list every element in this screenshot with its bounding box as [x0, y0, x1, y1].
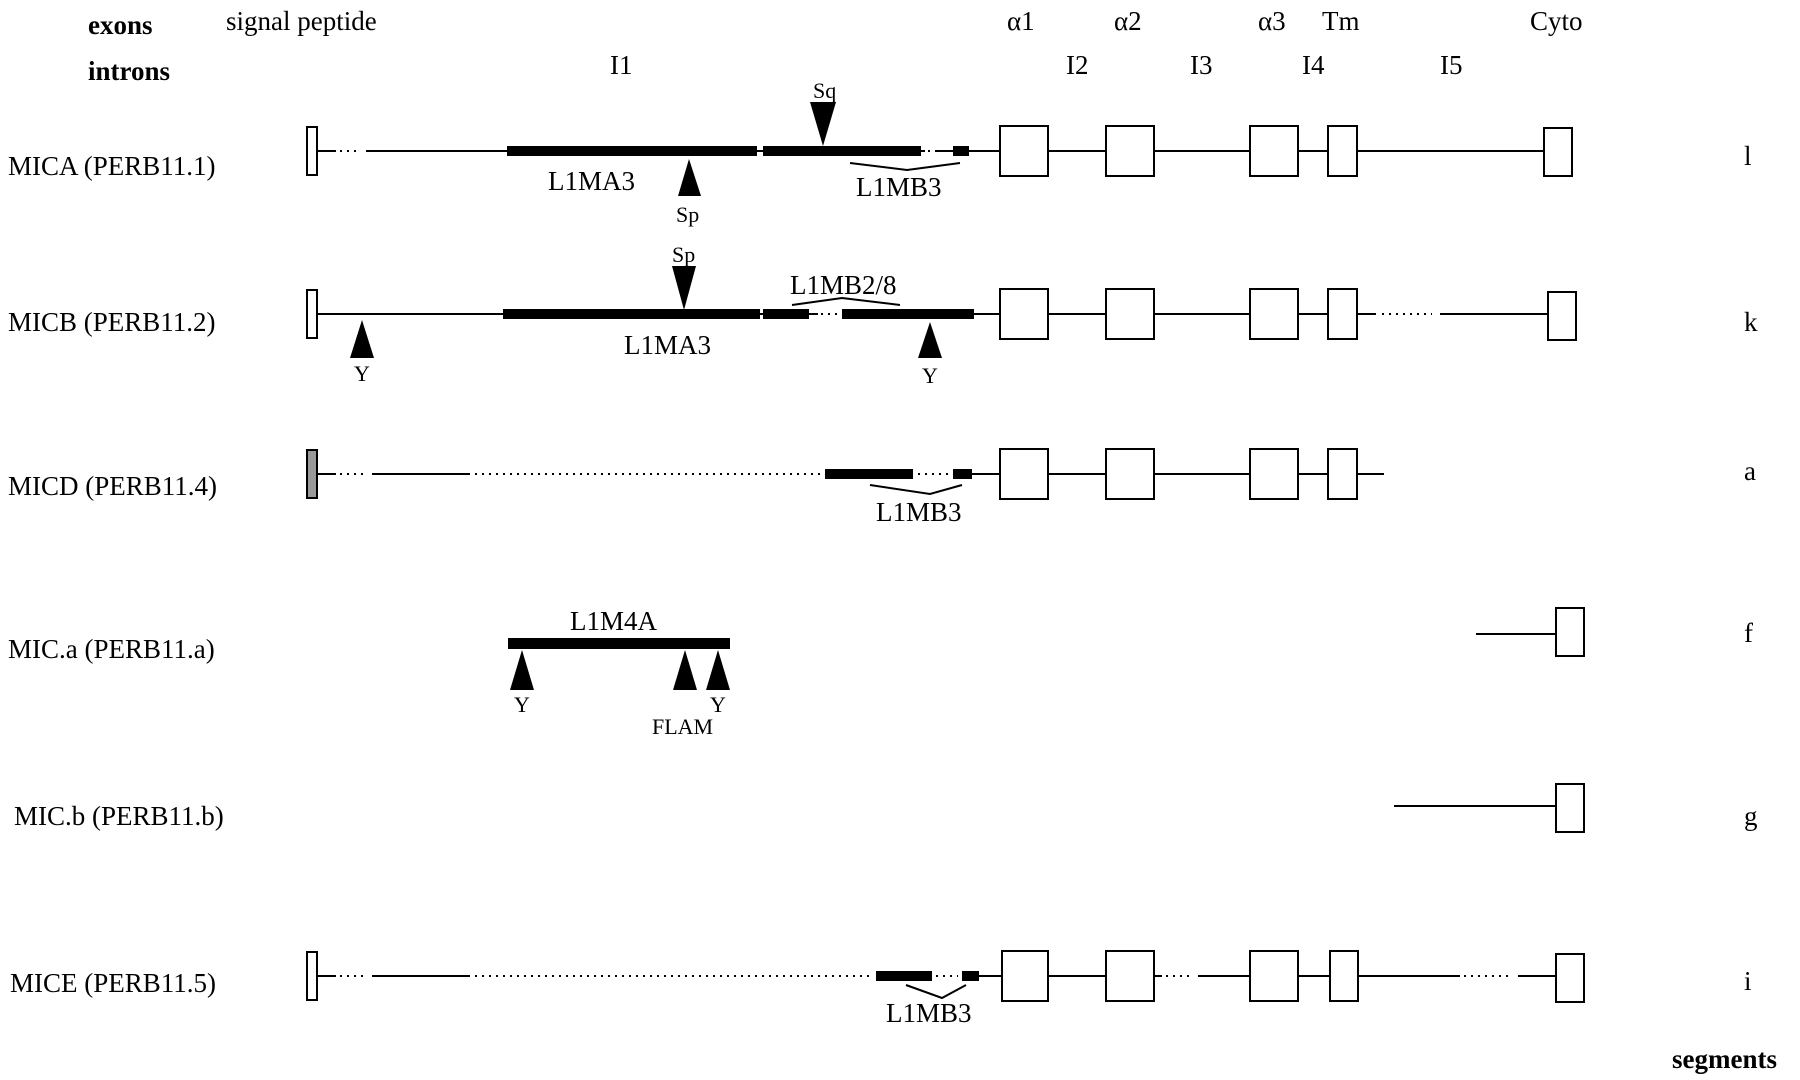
sp-arrow-up	[678, 159, 701, 196]
intron-label-i3: I3	[1190, 50, 1213, 80]
pseudo-signal-peptide-exon	[306, 449, 318, 499]
repeat-label-l1mb2-8: L1MB2/8	[790, 270, 897, 300]
exon-alpha2	[1105, 125, 1155, 177]
marker-y: Y	[514, 692, 530, 717]
marker-y: Y	[922, 363, 938, 388]
gene-row-mic-a: MIC.a (PERB11.a) f L1M4A Y FLAM Y	[8, 606, 1753, 739]
marker-flam: FLAM	[652, 714, 713, 739]
segments-header: segments	[1672, 1044, 1777, 1074]
exon-alpha2	[1105, 288, 1155, 340]
repeat-label-l1mb3: L1MB3	[856, 172, 942, 202]
exon-alpha1	[999, 448, 1049, 500]
introns-header: introns	[88, 56, 170, 86]
y-arrow-up	[510, 650, 534, 690]
exon-alpha3	[1249, 448, 1299, 500]
segment-label: g	[1744, 801, 1758, 831]
exon-alpha1	[999, 288, 1049, 340]
repeat-block-l1m4a	[508, 638, 730, 649]
gene-name: MICD (PERB11.4)	[8, 471, 217, 501]
repeat-label-l1m4a: L1M4A	[570, 606, 658, 636]
gene-name: MICE (PERB11.5)	[10, 968, 216, 998]
segment-label: a	[1744, 456, 1756, 486]
exon-label-alpha2: α2	[1114, 6, 1142, 36]
y-arrow-up	[706, 650, 730, 690]
repeat-bracket	[869, 484, 963, 496]
gene-row-mic-b: MIC.b (PERB11.b) g	[14, 783, 1758, 833]
exon-alpha2	[1105, 448, 1155, 500]
exon-alpha3	[1249, 950, 1299, 1002]
flam-arrow-up	[673, 650, 697, 690]
repeat-block	[825, 469, 913, 479]
y-arrow-up	[350, 320, 374, 358]
exon-label-cyto: Cyto	[1530, 6, 1583, 36]
repeat-block-l1mb3	[962, 971, 979, 981]
marker-sq: Sq	[813, 78, 836, 103]
marker-sp: Sp	[672, 242, 695, 267]
repeat-block-l1mb3	[953, 146, 969, 156]
repeat-bracket	[791, 296, 901, 306]
segment-label: l	[1744, 141, 1752, 171]
exon-tm	[1329, 950, 1359, 1002]
sq-arrow-down	[810, 102, 836, 146]
intron-label-i2: I2	[1066, 50, 1089, 80]
segment-label: k	[1744, 307, 1758, 337]
segment-label: i	[1744, 966, 1752, 996]
exon-alpha3	[1249, 288, 1299, 340]
y-arrow-up	[918, 322, 942, 358]
marker-sp: Sp	[676, 202, 699, 227]
intron-label-i5: I5	[1440, 50, 1463, 80]
repeat-bracket	[905, 984, 967, 1000]
gene-row-micd: MICD (PERB11.4) a L1MB3	[8, 448, 1756, 527]
exon-label-tm: Tm	[1322, 6, 1360, 36]
repeat-block-l1ma3	[507, 146, 757, 156]
signal-peptide-exon	[306, 289, 318, 339]
exons-header: exons	[88, 10, 153, 40]
exon-cyto	[1555, 607, 1585, 657]
gene-row-mica: MICA (PERB11.1) l Sq Sp L1MA3 L1MB3	[8, 78, 1752, 227]
repeat-block-l1ma3	[763, 146, 921, 156]
repeat-block-l1ma3	[503, 309, 760, 319]
marker-y: Y	[354, 361, 370, 386]
gene-name: MICB (PERB11.2)	[8, 307, 216, 337]
exon-cyto	[1555, 783, 1585, 833]
signal-peptide-exon	[306, 126, 318, 176]
gene-name: MICA (PERB11.1)	[8, 151, 216, 181]
marker-y: Y	[710, 692, 726, 717]
exon-alpha3	[1249, 125, 1299, 177]
segment-label: f	[1744, 618, 1753, 648]
repeat-block	[763, 309, 809, 319]
exon-alpha1	[999, 125, 1049, 177]
sp-arrow-down	[672, 266, 696, 310]
exon-cyto	[1547, 291, 1577, 341]
gene-row-micb: MICB (PERB11.2) k Sp Y Y L1MA3 L1MB2/8	[8, 242, 1758, 388]
exon-tm	[1327, 125, 1358, 177]
exon-tm	[1327, 448, 1358, 500]
gene-row-mice: MICE (PERB11.5) i L1MB3	[10, 950, 1752, 1028]
repeat-label-l1mb3: L1MB3	[886, 998, 972, 1028]
gene-name: MIC.b (PERB11.b)	[14, 801, 224, 831]
repeat-bracket	[849, 162, 961, 172]
exon-label-alpha3: α3	[1258, 6, 1286, 36]
exon-label-signal-peptide: signal peptide	[226, 6, 377, 36]
intron-label-i1: I1	[610, 50, 633, 80]
repeat-block-l1mb3	[953, 469, 972, 479]
intron-label-i4: I4	[1302, 50, 1325, 80]
repeat-label-l1mb3: L1MB3	[876, 497, 962, 527]
exon-cyto	[1555, 953, 1585, 1003]
gene-name: MIC.a (PERB11.a)	[8, 634, 215, 664]
signal-peptide-exon	[306, 951, 318, 1001]
repeat-block-l1mb2-8	[842, 309, 974, 319]
exon-tm	[1327, 288, 1358, 340]
exon-cyto	[1543, 127, 1573, 177]
exon-alpha2	[1105, 950, 1155, 1002]
repeat-label-l1ma3: L1MA3	[548, 166, 635, 196]
repeat-label-l1ma3: L1MA3	[624, 330, 711, 360]
exon-alpha1	[1001, 950, 1049, 1002]
exon-label-alpha1: α1	[1007, 6, 1035, 36]
repeat-block	[876, 971, 932, 981]
